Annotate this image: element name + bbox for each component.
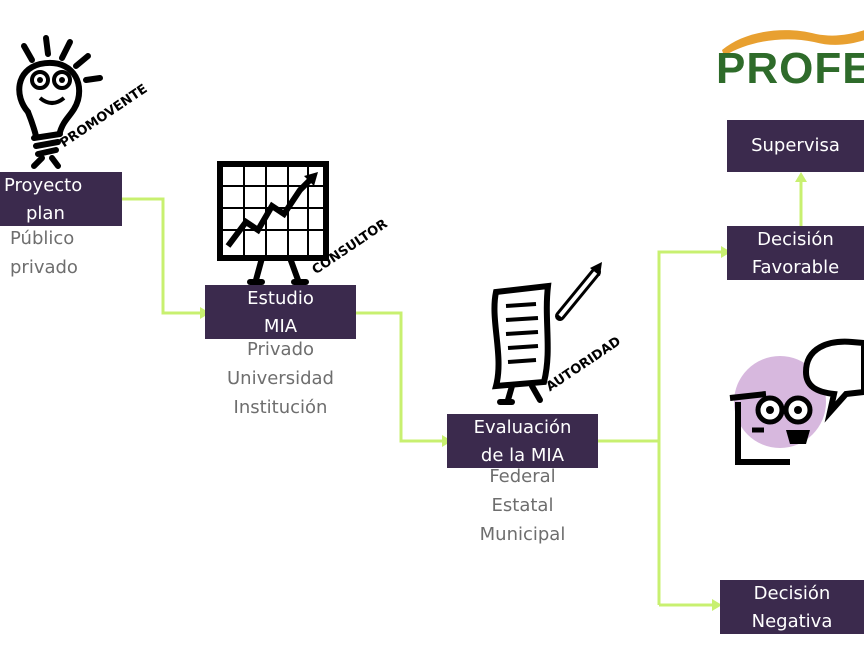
subtext-estudio: Privado Universidad Institución <box>205 335 356 422</box>
subtext-estudio-3: Institución <box>233 397 328 418</box>
subtext-proyecto-2: privado <box>10 257 78 278</box>
box-evaluacion-line1: Evaluación <box>473 417 572 438</box>
box-supervisa-label: Supervisa <box>751 135 840 156</box>
box-favorable-line1: Decisión <box>757 229 834 250</box>
subtext-estudio-2: Universidad <box>227 368 334 389</box>
subtext-proyecto: Público privado <box>10 224 78 282</box>
box-decision-favorable: Decisión Favorable <box>727 226 864 280</box>
box-evaluacion-line2: de la MIA <box>480 445 565 466</box>
subtext-proyecto-1: Público <box>10 228 75 249</box>
box-negativa-line2: Negativa <box>751 611 833 632</box>
box-decision-negativa: Decisión Negativa <box>720 580 864 634</box>
subtext-estudio-1: Privado <box>246 339 315 360</box>
box-proyecto-plan: Proyecto plan <box>0 172 122 226</box>
box-estudio-line2: MIA <box>263 316 298 337</box>
subtext-evaluacion-1: Federal <box>489 466 556 487</box>
box-evaluacion-mia: Evaluación de la MIA <box>447 414 598 468</box>
subtext-evaluacion: Federal Estatal Municipal <box>447 462 598 549</box>
profepa-logo: PROFEPA <box>716 20 864 100</box>
subtext-evaluacion-2: Estatal <box>491 495 554 516</box>
box-estudio-line1: Estudio <box>247 288 314 309</box>
box-proyecto-line1: Proyecto <box>4 175 83 196</box>
box-estudio-mia: Estudio MIA <box>205 285 356 339</box>
box-proyecto-line2: plan <box>26 203 65 224</box>
box-supervisa: Supervisa <box>727 120 864 172</box>
box-favorable-line2: Favorable <box>751 257 840 278</box>
subtext-evaluacion-3: Municipal <box>479 524 566 545</box>
box-negativa-line1: Decisión <box>753 583 831 604</box>
